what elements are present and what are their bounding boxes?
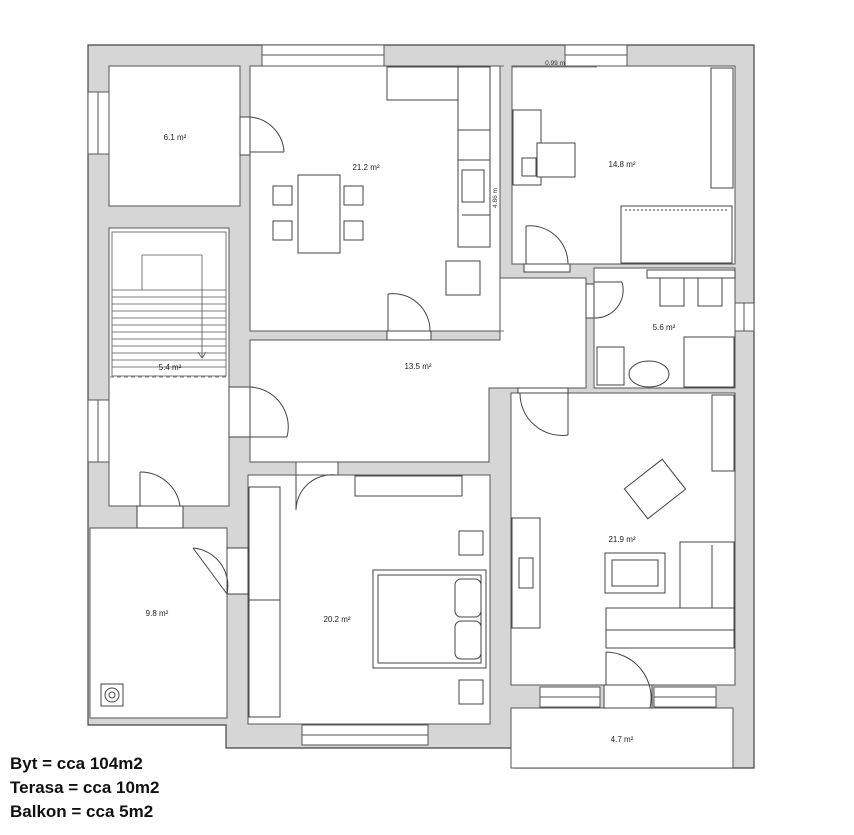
door-storage[interactable] bbox=[239, 116, 285, 156]
door-living[interactable] bbox=[517, 387, 569, 436]
nightstand-1 bbox=[458, 530, 484, 556]
doors bbox=[136, 116, 653, 709]
kitchen-sink bbox=[461, 169, 485, 203]
area-label-bathroom: 5.6 m² bbox=[653, 323, 676, 332]
bathroom-fixtures bbox=[596, 269, 736, 388]
wardrobe-bedroom bbox=[248, 486, 281, 718]
kitchen-furniture bbox=[272, 66, 491, 296]
door-bedroom[interactable] bbox=[295, 474, 337, 511]
kitchen-counter-side bbox=[457, 66, 491, 248]
door-hall-left[interactable] bbox=[228, 386, 289, 438]
armchair bbox=[623, 458, 687, 520]
area-label-bedroom: 20.2 m² bbox=[323, 615, 350, 624]
window-right-bath bbox=[734, 302, 755, 332]
stairs-symbol bbox=[110, 231, 228, 378]
chair-1 bbox=[272, 185, 293, 206]
door-balcony[interactable] bbox=[603, 651, 653, 709]
terrace-fixture bbox=[100, 683, 124, 707]
area-label-kitchen: 21.2 m² bbox=[352, 163, 379, 172]
bedroom-furniture bbox=[248, 475, 487, 718]
window-left-storage bbox=[87, 91, 110, 155]
window-bedroom-top bbox=[295, 461, 339, 476]
kitchen-fridge bbox=[445, 260, 481, 296]
window-left-stairs bbox=[87, 399, 110, 463]
summary-balcony: Balkon = cca 5m2 bbox=[10, 802, 154, 821]
shower-tray bbox=[683, 336, 735, 388]
area-label-terrace: 9.8 m² bbox=[146, 609, 169, 618]
bidet bbox=[697, 277, 723, 307]
area-label-balcony: 4.7 m² bbox=[611, 735, 634, 744]
windows bbox=[87, 44, 755, 746]
window-living-bottom bbox=[539, 686, 717, 708]
room-storage bbox=[108, 65, 241, 207]
toilet bbox=[659, 277, 685, 307]
living-furniture bbox=[511, 394, 735, 649]
room-balcony bbox=[510, 707, 734, 769]
bed-single bbox=[620, 205, 733, 264]
office-furniture bbox=[512, 67, 734, 264]
wardrobe bbox=[710, 67, 734, 189]
area-label-storage: 6.1 m² bbox=[164, 133, 187, 142]
chair-3 bbox=[343, 185, 364, 206]
dimension-width-label: 0.99 m bbox=[545, 60, 565, 67]
window-top-office bbox=[564, 44, 628, 67]
door-office[interactable] bbox=[523, 225, 571, 273]
window-top-kitchen bbox=[261, 44, 385, 67]
summary-apartment: Byt = cca 104m2 bbox=[10, 754, 143, 773]
window-bedroom-bottom bbox=[301, 724, 429, 746]
room-labels: 6.1 m² 21.2 m² 14.8 m² 5.4 m² 13.5 m² 5.… bbox=[146, 133, 676, 744]
area-label-office: 14.8 m² bbox=[608, 160, 635, 169]
area-label-stairs: 5.4 m² bbox=[159, 363, 182, 372]
summary-terrace: Terasa = cca 10m2 bbox=[10, 778, 160, 797]
area-label-hall: 13.5 m² bbox=[404, 362, 431, 371]
nightstand-2 bbox=[458, 679, 484, 705]
chair-2 bbox=[272, 220, 293, 241]
door-terrace[interactable] bbox=[192, 547, 249, 595]
area-label-living: 21.9 m² bbox=[608, 535, 635, 544]
dining-table bbox=[297, 174, 341, 254]
dimension-lines bbox=[496, 65, 597, 332]
door-kitchen[interactable] bbox=[386, 293, 432, 341]
dimension-height-label: 4.86 m bbox=[492, 188, 499, 208]
door-stairs[interactable] bbox=[136, 471, 184, 529]
chair-4 bbox=[343, 220, 364, 241]
door-bathroom[interactable] bbox=[585, 281, 624, 319]
area-summary: Byt = cca 104m2 Terasa = cca 10m2 Balkon… bbox=[10, 752, 160, 824]
washbasin bbox=[628, 360, 670, 388]
